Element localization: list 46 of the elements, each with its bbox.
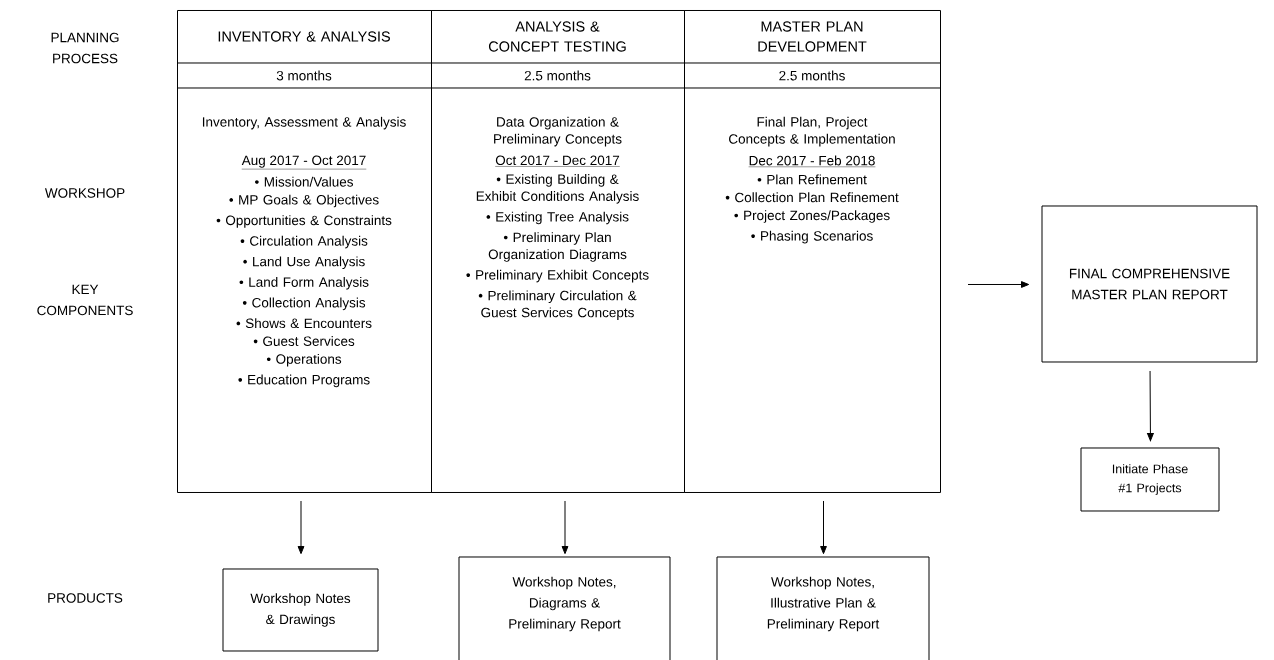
bullet-item: • Shows & Encounters [236, 318, 372, 329]
bullet-item: • Preliminary Exhibit Concepts [466, 269, 649, 283]
row-label: KEY COMPONENTS [37, 284, 133, 316]
report-box: FINAL COMPREHENSIVE MASTER PLAN REPORT [1041, 205, 1258, 363]
phase-summary: Inventory, Assessment & Analysis [202, 116, 406, 130]
product-box: Workshop Notes & Drawings [222, 568, 379, 652]
bullet-item: • Existing Building & Exhibit Conditions Analysis [476, 174, 639, 204]
arrow [820, 500, 827, 555]
column-heading: ANALYSIS & CONCEPT TESTING [488, 21, 626, 52]
row-label: PLANNING PROCESS [51, 32, 119, 64]
bullet-item: • Circulation Analysis [240, 235, 368, 249]
bullet-item: • Existing Tree Analysis [486, 211, 629, 225]
bullet-item: • Preliminary Plan Organization Diagrams [488, 232, 627, 262]
bullet-item: • Guest Services [253, 336, 355, 346]
bullet-item: • Project Zones/Packages [734, 210, 890, 223]
bullet-item: • Land Form Analysis [239, 276, 369, 290]
product-box: Workshop Notes, Diagrams & Preliminary Report [458, 556, 671, 660]
bullet-item: • Phasing Scenarios [751, 230, 873, 244]
phase-summary: Final Plan, Project Concepts & Implementation [729, 116, 895, 147]
bullet-item: • Operations [266, 353, 342, 367]
bullet-item: • Opportunities & Constraints [216, 215, 392, 228]
duration: 3 months [276, 70, 332, 81]
bullet-item: • Collection Analysis [242, 297, 366, 311]
bullet-item: • Mission/Values [255, 176, 353, 187]
arrow [561, 500, 569, 555]
bullet-item: • Land Use Analysis [243, 256, 365, 269]
bullet-item: • Preliminary Circulation & Guest Services Concepts [478, 290, 637, 320]
phase-summary: Data Organization & Preliminary Concepts [494, 116, 622, 147]
column-heading: INVENTORY & ANALYSIS [218, 31, 390, 42]
product-box: Workshop Notes, Illustrative Plan & Preliminary Report [716, 556, 930, 660]
bullet-item: • MP Goals & Objectives [229, 194, 379, 208]
bullet-item: • Plan Refinement [757, 174, 867, 185]
process-box: Initiate Phase #1 Projects [1080, 447, 1220, 512]
column-heading: MASTER PLAN DEVELOPMENT [758, 21, 867, 52]
date-range: Aug 2017 - Oct 2017 [241, 155, 367, 170]
duration: 2.5 months [779, 70, 845, 81]
arrow [967, 281, 1030, 288]
bullet-item: • Education Programs [238, 374, 370, 388]
date-range: Oct 2017 - Dec 2017 [495, 155, 620, 167]
arrow [297, 500, 305, 555]
row-label: PRODUCTS [48, 593, 123, 603]
bullet-item: • Collection Plan Refinement [725, 192, 899, 203]
arrow [1147, 370, 1154, 442]
row-label: WORKSHOP [44, 188, 125, 198]
duration: 2.5 months [524, 70, 591, 81]
date-range: Dec 2017 - Feb 2018 [748, 155, 876, 167]
